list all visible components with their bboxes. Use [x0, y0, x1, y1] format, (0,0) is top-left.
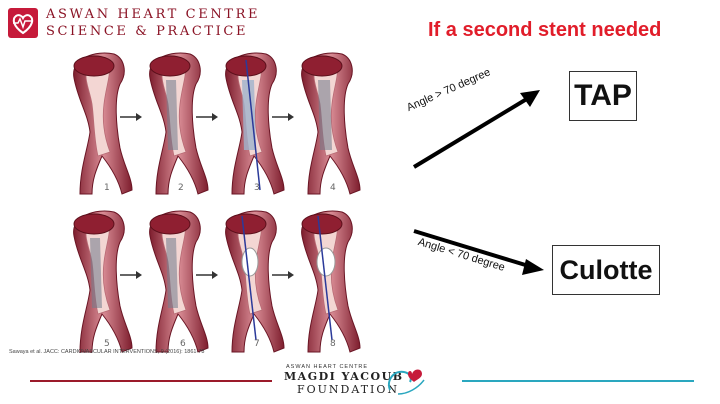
lower-arrow-icon: [413, 229, 544, 275]
step-label: 2: [178, 183, 184, 193]
tap-technique-box: TAP: [569, 71, 637, 121]
step-5-vessel: [73, 210, 133, 353]
magdi-yacoub-logo-icon: [388, 369, 425, 395]
step-arrow: [196, 113, 218, 121]
step-label: 7: [254, 339, 260, 349]
figure-citation: Sawaya et al. JACC: CARDIOVASCULAR INTER…: [9, 349, 205, 355]
culotte-technique-box: Culotte: [552, 245, 660, 295]
upper-arrow-icon: [412, 90, 540, 169]
step-label: 3: [254, 183, 260, 193]
step-label: 4: [330, 183, 336, 193]
step-label: 1: [104, 183, 110, 193]
header-title-line2: SCIENCE & PRACTICE: [46, 24, 249, 39]
step-4-vessel: [301, 52, 361, 195]
step-8-vessel: [301, 210, 361, 353]
footer-divider-left: [30, 380, 272, 382]
footer-organization-small: ASWAN HEART CENTRE: [286, 364, 369, 370]
footer-foundation-word: FOUNDATION: [297, 383, 400, 396]
step-arrow: [120, 113, 142, 121]
step-3-vessel: [225, 52, 285, 195]
step-label: 8: [330, 339, 336, 349]
decision-arrows: [412, 90, 544, 275]
stent-steps-illustration: [73, 52, 361, 353]
step-arrow: [196, 271, 218, 279]
step-arrow: [120, 271, 142, 279]
footer-foundation-name: MAGDI YACOUB: [284, 370, 404, 383]
step-2-vessel: [149, 52, 209, 195]
step-6-vessel: [149, 210, 209, 353]
footer-divider-right: [462, 380, 694, 382]
step-7-vessel: [225, 210, 285, 353]
step-label: 6: [180, 339, 186, 349]
aswan-heart-logo-icon: [8, 8, 38, 38]
slide-title: If a second stent needed: [428, 19, 662, 41]
step-arrow: [272, 271, 294, 279]
step-1-vessel: [73, 52, 133, 195]
bifurcation-stenting-figure: 1 2 3 4 5 6 7 8: [56, 40, 374, 358]
step-label: 5: [104, 339, 110, 349]
header-title-line1: ASWAN HEART CENTRE: [46, 7, 261, 22]
step-arrow: [272, 113, 294, 121]
